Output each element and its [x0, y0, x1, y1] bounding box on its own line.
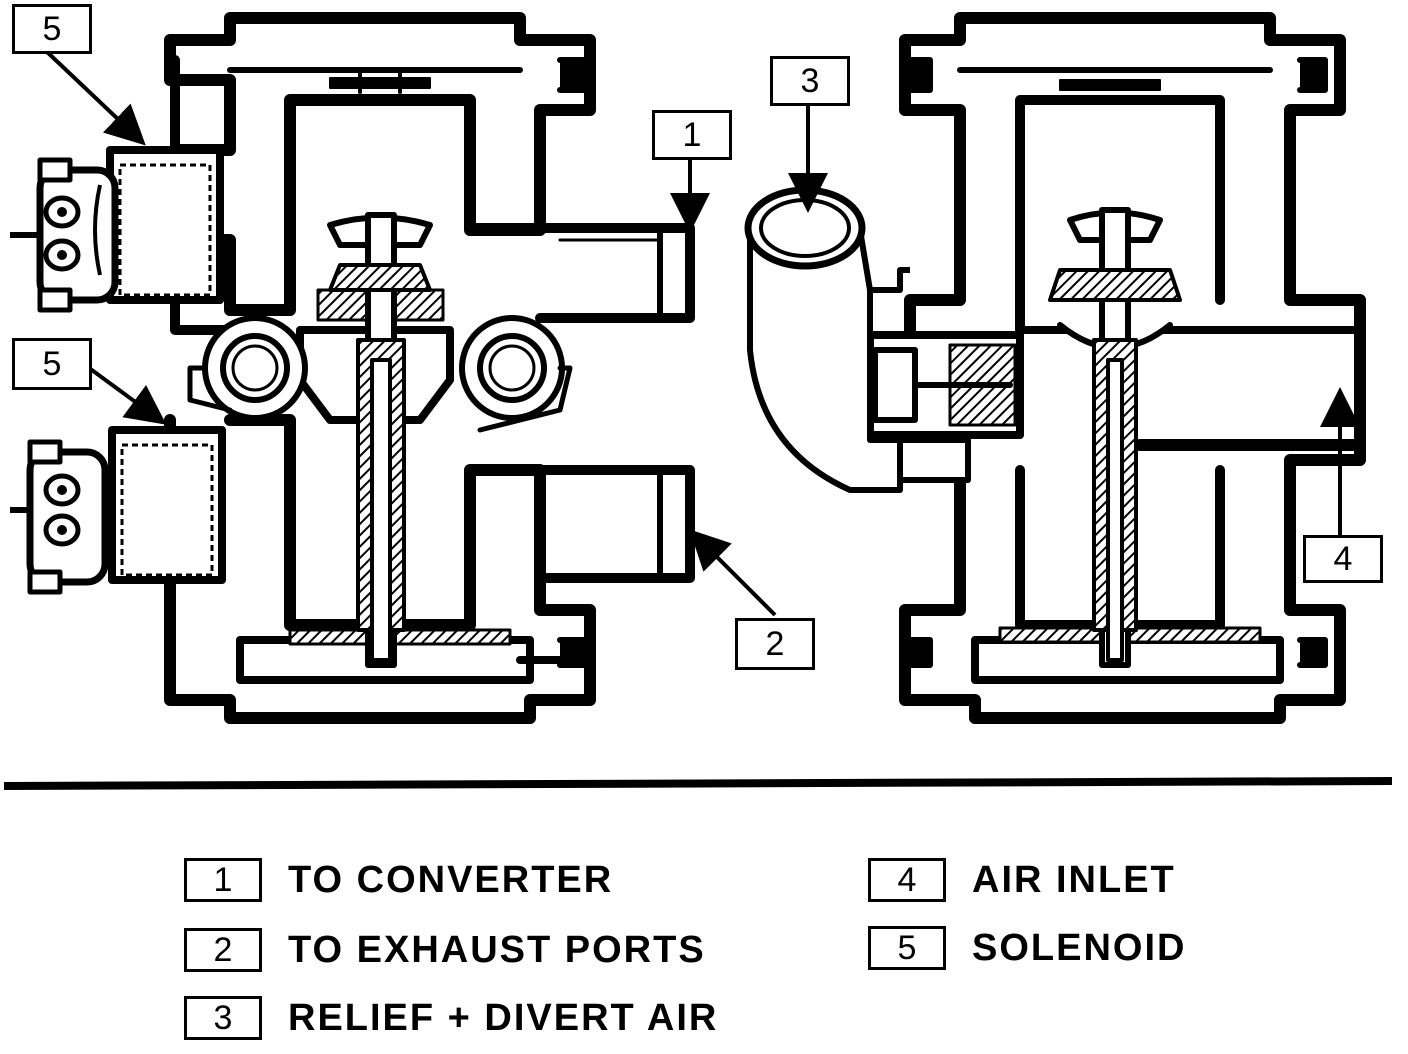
legend-number-box: 2	[184, 928, 262, 972]
legend-label: TO CONVERTER	[288, 858, 614, 901]
solenoid-bottom	[10, 426, 226, 595]
callout-5-bottom: 5	[12, 338, 92, 390]
right-valve	[865, 12, 1366, 724]
legend-label: AIR INLET	[972, 858, 1176, 901]
legend-item-2: 2 TO EXHAUST PORTS	[184, 928, 706, 972]
legend-label: TO EXHAUST PORTS	[288, 928, 706, 971]
callout-1: 1	[652, 110, 732, 160]
legend-item-5: 5 SOLENOID	[868, 926, 1186, 970]
legend-label: RELIEF + DIVERT AIR	[288, 996, 719, 1039]
legend-item-4: 4 AIR INLET	[868, 858, 1176, 902]
callout-4: 4	[1303, 535, 1383, 583]
legend-number-box: 5	[868, 926, 946, 970]
legend-number-box: 3	[184, 996, 262, 1040]
callout-arrows	[43, 48, 1360, 617]
legend-number-box: 1	[184, 858, 262, 902]
legend-item-1: 1 TO CONVERTER	[184, 858, 613, 902]
solenoid-top	[10, 146, 224, 313]
legend-item-3: 3 RELIEF + DIVERT AIR	[184, 996, 718, 1040]
callout-3: 3	[770, 56, 850, 106]
callout-2: 2	[735, 618, 815, 670]
relief-elbow	[744, 186, 910, 493]
separator-line	[3, 777, 1393, 790]
left-valve	[164, 12, 695, 724]
callout-5-top: 5	[12, 4, 92, 54]
legend-label: SOLENOID	[972, 926, 1187, 969]
legend-number-box: 4	[868, 858, 946, 902]
